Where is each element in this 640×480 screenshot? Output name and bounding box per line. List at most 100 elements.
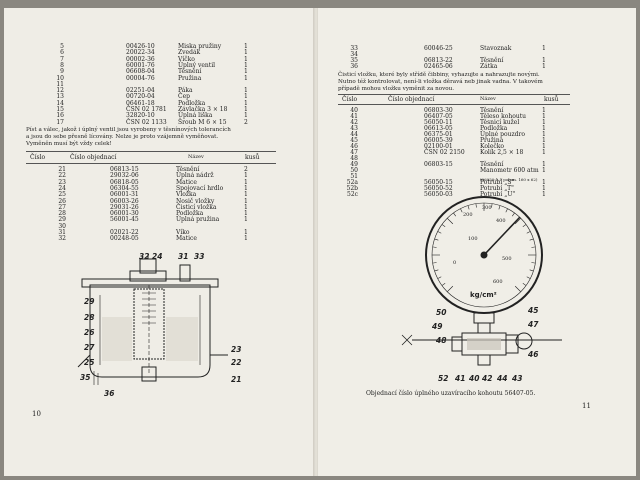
part-number: 46 — [350, 143, 358, 150]
filter-tank-drawing — [77, 255, 228, 385]
part-name: Úplná pružina — [176, 216, 220, 224]
left-page — [4, 8, 316, 476]
order-number: 06001-31 — [110, 191, 139, 199]
order-number: 06375-01 — [424, 131, 453, 138]
order-number: 02100-01 — [424, 143, 453, 150]
quantity: 1 — [244, 43, 248, 50]
tank-body — [89, 284, 211, 378]
part-number: 5 — [60, 43, 64, 50]
part-number: 14 — [56, 99, 64, 107]
inlet-pipe — [77, 354, 91, 368]
order-number: 00004-76 — [126, 74, 155, 82]
gauge-needle — [483, 216, 521, 256]
gauge-tick — [441, 224, 446, 228]
quantity: 1 — [542, 143, 546, 150]
quantity: 1 — [542, 137, 546, 144]
part-name: Kolečko — [480, 143, 505, 150]
part-number: 35 — [350, 57, 358, 64]
right-page — [318, 8, 636, 476]
quantity: 1 — [542, 57, 546, 64]
quantity: 1 — [244, 61, 248, 69]
gauge-tick — [491, 203, 493, 208]
part-number: 45 — [350, 137, 358, 144]
part-name: Čisticí vložka — [176, 203, 217, 211]
callout-31: 31 — [178, 252, 189, 261]
quantity: 2 — [244, 118, 248, 126]
part-name: Víko — [176, 229, 190, 236]
order-number: 02251-04 — [126, 87, 155, 95]
callout-49: 49 — [432, 322, 443, 331]
part-name: Vložka — [176, 191, 197, 199]
part-name: Podložka — [480, 125, 508, 132]
quantity: 1 — [542, 113, 546, 120]
gauge-tick — [453, 212, 457, 217]
gauge-tick — [441, 282, 446, 286]
gauge-label-500: 500 — [502, 256, 512, 262]
callout-35: 35 — [80, 373, 91, 382]
gauge-tick — [529, 269, 534, 272]
gauge-label-400: 400 — [496, 218, 506, 224]
part-name: Závlačka 3 × 18 — [178, 106, 228, 113]
callout-40: 40 — [469, 374, 480, 383]
part-number: 10 — [56, 74, 64, 82]
gauge-tick — [460, 208, 463, 213]
left-paragraph-line: Vyměněn musí být vždy celek! — [26, 141, 112, 147]
col-header-name: Název — [480, 96, 496, 102]
gauge-tick — [437, 231, 442, 234]
part-name: Úplné pouzdro — [480, 131, 525, 138]
part-number: 33 — [350, 45, 358, 52]
order-number: 02465-06 — [424, 63, 453, 70]
part-name: Potrubí „S" — [480, 179, 515, 186]
part-number: 28 — [58, 210, 66, 218]
part-number: 49 — [350, 161, 358, 168]
handwheel — [515, 332, 533, 350]
quantity: 1 — [244, 197, 248, 205]
order-number: 02021-22 — [110, 229, 139, 236]
order-number: 06407-05 — [424, 113, 453, 120]
part-number: 23 — [58, 178, 66, 186]
part-name: Páka — [178, 87, 193, 95]
col-header-number: Číslo — [342, 96, 358, 103]
part-number: 15 — [56, 106, 64, 113]
order-number: 06003-26 — [110, 197, 139, 205]
page-number-right: 11 — [582, 402, 591, 410]
callout-42: 42 — [482, 374, 493, 383]
order-number: 56050-11 — [424, 119, 453, 126]
order-number: 00248-05 — [110, 235, 139, 243]
gauge-tick — [432, 246, 437, 248]
part-name: Zátka — [480, 63, 498, 70]
gauge-label-100: 100 — [468, 236, 478, 242]
order-number: 06608-04 — [126, 68, 155, 76]
part-number: 36 — [350, 63, 358, 70]
callout-26: 26 — [84, 328, 95, 337]
part-number: 40 — [350, 107, 358, 114]
part-name: Čep — [178, 93, 190, 101]
part-number: 42 — [350, 119, 358, 126]
part-name: Miska pružiny — [178, 43, 222, 50]
part-number: 48 — [350, 155, 358, 162]
part-number: 12 — [56, 87, 64, 95]
callout-45: 45 — [528, 306, 539, 315]
manometer-note: (06050-1,5 pohon. 160 x 62) — [480, 177, 538, 182]
quantity: 1 — [542, 119, 546, 126]
callout-27: 27 — [84, 343, 95, 352]
gauge-tick — [434, 269, 439, 272]
order-number: 20022-34 — [126, 49, 155, 57]
part-number: 52a — [346, 179, 358, 186]
part-name: Těsnění — [480, 161, 504, 168]
part-number: 41 — [350, 113, 358, 120]
part-number: 34 — [350, 51, 358, 58]
quantity: 1 — [542, 167, 546, 174]
quantity: 1 — [244, 172, 248, 180]
part-name: Úplná nádrž — [176, 172, 214, 180]
order-number: ČSN 02 2150 — [424, 149, 465, 156]
part-name: Nosič vložky — [176, 197, 215, 205]
header-rule-top — [338, 94, 570, 95]
quantity: 1 — [244, 74, 248, 82]
quantity: 1 — [244, 235, 248, 243]
part-name: Těsnění — [176, 166, 200, 173]
order-number: 56050-03 — [424, 191, 453, 198]
part-name: Matice — [176, 178, 197, 186]
callout-48: 48 — [436, 336, 447, 345]
part-number: 6 — [60, 49, 64, 57]
